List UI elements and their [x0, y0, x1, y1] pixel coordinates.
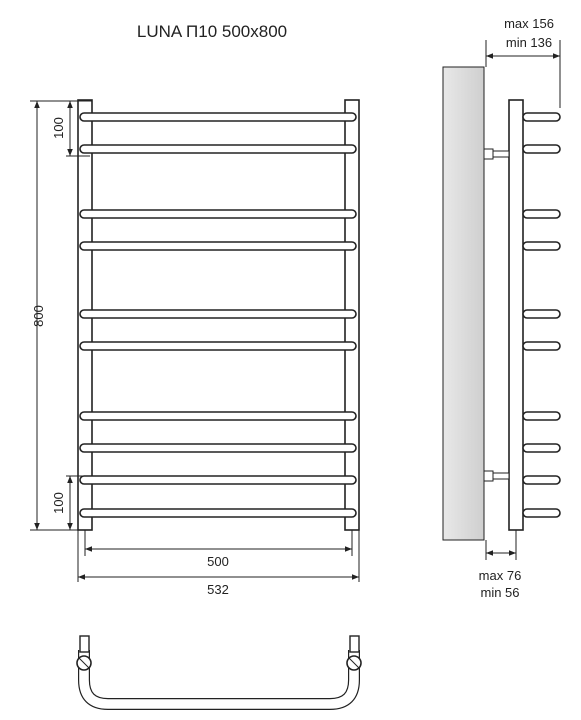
bottom-wall-bracket [483, 470, 510, 482]
top-view-tube-outer [78, 650, 360, 710]
rung [79, 508, 357, 518]
outer-width-dimension: 532 [77, 530, 360, 597]
inner-width-label: 500 [207, 554, 229, 569]
rung [79, 341, 357, 351]
product-title: LUNA П10 500x800 [137, 22, 287, 41]
side-view: max 156 min 136 max 76 min 56 [442, 16, 561, 600]
top-view-tube-inner [79, 650, 359, 709]
top-spacing-label: 100 [51, 117, 66, 139]
height-label: 800 [31, 305, 46, 327]
rungs [79, 112, 357, 518]
height-dimension: 800 [30, 100, 92, 531]
outer-width-label: 532 [207, 582, 229, 597]
rung [79, 241, 357, 251]
side-rung [522, 241, 561, 251]
top-wall-bracket [483, 148, 510, 160]
side-rung [522, 475, 561, 485]
side-rung [522, 209, 561, 219]
right-connection-fitting [346, 635, 362, 671]
rung [79, 443, 357, 453]
side-rung [522, 411, 561, 421]
depth-dimension: max 156 min 136 [485, 16, 561, 108]
side-rung [522, 112, 561, 122]
wall [442, 66, 485, 541]
side-rung [522, 341, 561, 351]
wall-gap-max-label: max 76 [479, 568, 522, 583]
wall-gap-min-label: min 56 [480, 585, 519, 600]
side-rung [522, 309, 561, 319]
wall-gap-dimension: max 76 min 56 [479, 530, 522, 600]
bottom-spacing-dimension: 100 [51, 475, 90, 531]
side-rungs [522, 112, 561, 518]
rung [79, 475, 357, 485]
left-connection-fitting [76, 635, 92, 671]
side-rung [522, 144, 561, 154]
inner-width-dimension: 500 [84, 530, 353, 569]
rung [79, 144, 357, 154]
rung [79, 112, 357, 122]
top-spacing-dimension: 100 [51, 100, 90, 157]
depth-min-label: min 136 [506, 35, 552, 50]
depth-max-label: max 156 [504, 16, 554, 31]
rung [79, 209, 357, 219]
front-view: 800 100 100 500 532 [30, 99, 360, 597]
side-rung [522, 443, 561, 453]
side-vertical-tube [508, 99, 524, 531]
rung [79, 411, 357, 421]
rung [79, 309, 357, 319]
bottom-spacing-label: 100 [51, 492, 66, 514]
side-rung [522, 508, 561, 518]
top-view [76, 635, 362, 710]
